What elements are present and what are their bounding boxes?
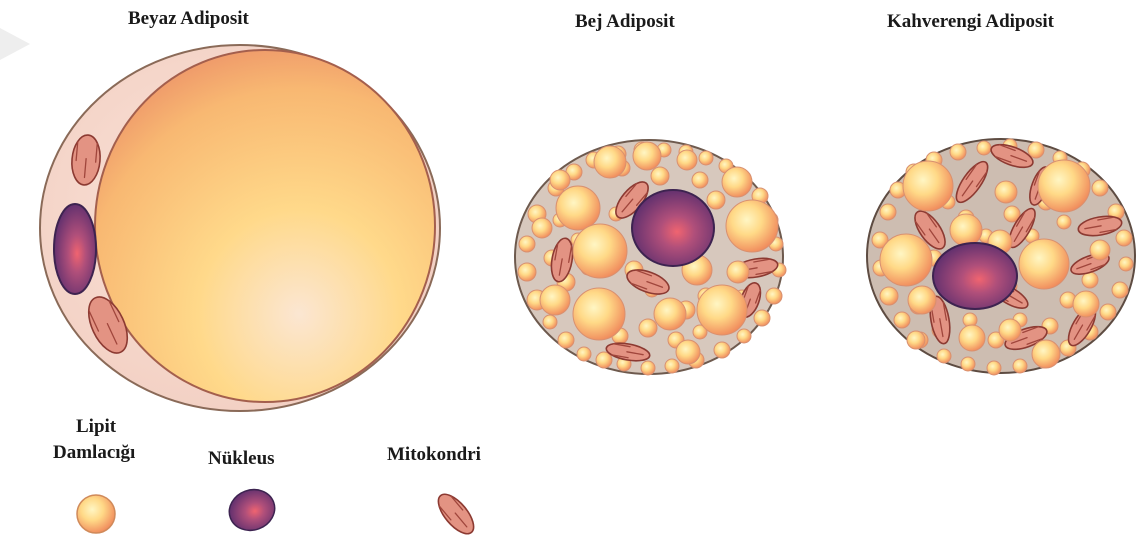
lipid-droplet: [1028, 142, 1044, 158]
lipid-droplet: [573, 224, 627, 278]
lipid-droplet: [1116, 230, 1132, 246]
lipid-droplet: [999, 319, 1021, 341]
lipid-droplet: [977, 141, 991, 155]
legend-icons: [77, 483, 480, 539]
lipid-droplet: [950, 144, 966, 160]
lipid-droplet: [633, 142, 661, 170]
white-lipid-droplet: [95, 50, 435, 402]
lipid-droplet: [1092, 180, 1108, 196]
lipid-droplet: [1057, 215, 1071, 229]
lipid-droplet: [961, 357, 975, 371]
lipid-droplet: [641, 361, 655, 375]
lipid-droplet: [937, 349, 951, 363]
lipid-droplet: [676, 340, 700, 364]
legend-lipid-label-line1: Lipit: [76, 416, 116, 438]
lipid-droplet: [754, 310, 770, 326]
lipid-droplet: [654, 298, 686, 330]
lipid-droplet: [540, 285, 570, 315]
lipid-droplet: [594, 146, 626, 178]
lipid-droplet: [543, 315, 557, 329]
lipid-droplet: [639, 319, 657, 337]
lipid-droplet: [518, 263, 536, 281]
brown-adipocyte: [867, 139, 1135, 375]
lipid-droplet: [995, 181, 1017, 203]
lipid-droplet: [1019, 239, 1069, 289]
lipid-droplet: [880, 234, 932, 286]
lipid-droplet: [727, 261, 749, 283]
brown-nucleus: [933, 243, 1017, 309]
lipid-droplet: [987, 361, 1001, 375]
lipid-droplet: [1090, 240, 1110, 260]
lipid-droplet: [903, 161, 953, 211]
lipid-droplet: [766, 288, 782, 304]
lipid-droplet: [907, 331, 925, 349]
legend-nucleus-icon: [224, 483, 281, 536]
lipid-droplet: [1032, 340, 1060, 368]
lipid-droplet: [550, 170, 570, 190]
lipid-droplet: [714, 342, 730, 358]
lipid-droplet: [737, 329, 751, 343]
lipid-droplet: [651, 167, 669, 185]
lipid-droplet: [950, 214, 982, 246]
white-adipocyte: [40, 45, 440, 411]
lipid-droplet: [707, 191, 725, 209]
lipid-droplet: [697, 285, 747, 335]
lipid-droplet: [1013, 359, 1027, 373]
beige-adipocyte: [515, 140, 786, 375]
legend-nucleus-label: Nükleus: [208, 448, 275, 470]
lipid-droplet: [665, 359, 679, 373]
legend-lipid-label-line2: Damlacığı: [53, 442, 135, 464]
lipid-droplet: [722, 167, 752, 197]
legend-lipid-icon: [77, 495, 115, 533]
lipid-droplet: [577, 347, 591, 361]
lipid-droplet: [519, 236, 535, 252]
lipid-droplet: [558, 332, 574, 348]
title-brown-adipocyte: Kahverengi Adiposit: [887, 11, 1054, 33]
lipid-droplet: [1100, 304, 1116, 320]
lipid-droplet: [880, 287, 898, 305]
beige-nucleus: [632, 190, 714, 266]
title-white-adipocyte: Beyaz Adiposit: [128, 8, 249, 30]
lipid-droplet: [532, 218, 552, 238]
lipid-droplet: [1119, 257, 1133, 271]
lipid-droplet: [1073, 291, 1099, 317]
lipid-droplet: [726, 200, 778, 252]
legend-mitochondria-icon: [432, 489, 480, 540]
title-beige-adipocyte: Bej Adiposit: [575, 11, 675, 33]
lipid-droplet: [692, 172, 708, 188]
lipid-droplet: [699, 151, 713, 165]
mitochondrion: [432, 489, 480, 540]
white-nucleus: [54, 204, 96, 294]
watermark-mark: [0, 28, 30, 60]
lipid-droplet: [959, 325, 985, 351]
lipid-droplet: [908, 286, 936, 314]
lipid-droplet: [573, 288, 625, 340]
lipid-droplet: [677, 150, 697, 170]
lipid-droplet: [556, 186, 600, 230]
lipid-droplet: [894, 312, 910, 328]
lipid-droplet: [1038, 160, 1090, 212]
legend-mitochondria-label: Mitokondri: [387, 444, 481, 466]
lipid-droplet: [880, 204, 896, 220]
lipid-droplet: [1112, 282, 1128, 298]
